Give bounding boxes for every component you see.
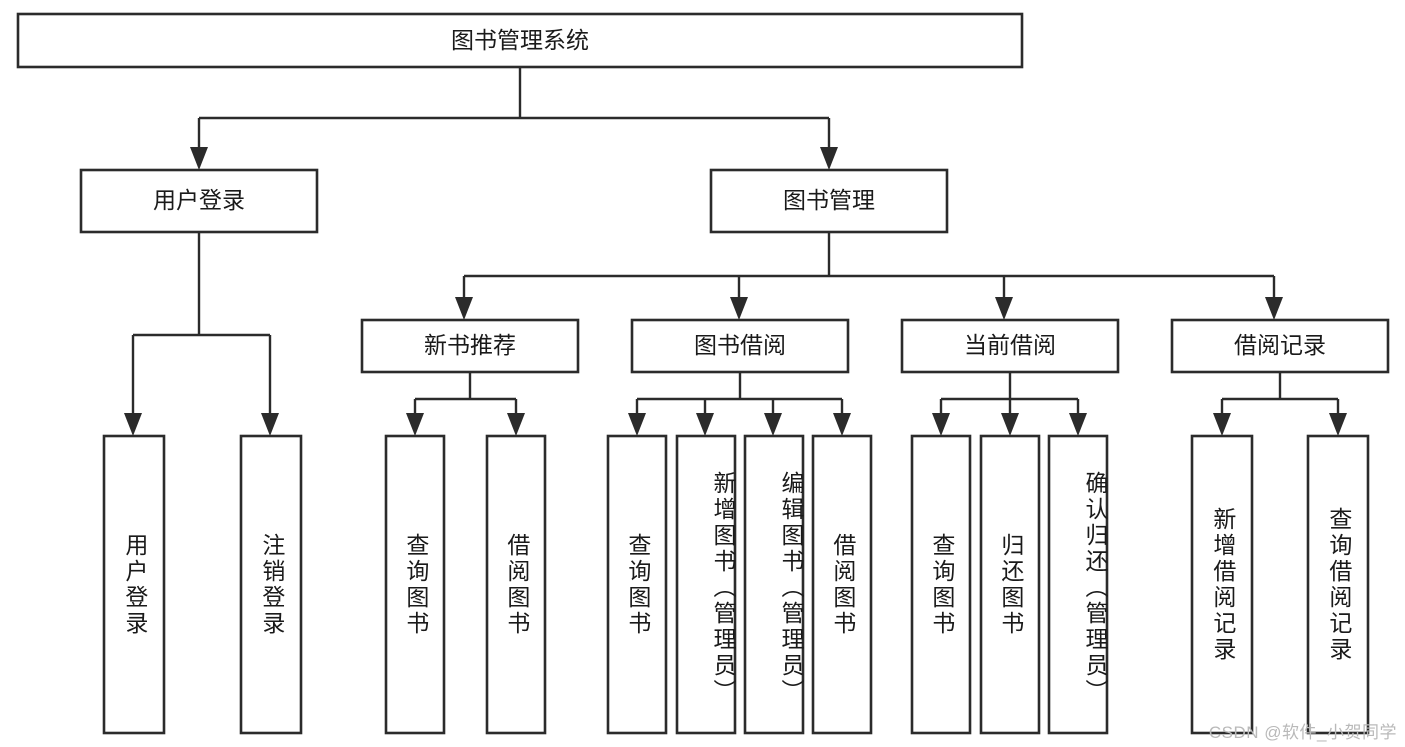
node-user-login-label: 用户登录 bbox=[153, 187, 245, 213]
leaf-query-book-3-box[interactable] bbox=[910, 434, 972, 735]
node-user-login[interactable]: 用户登录 bbox=[79, 168, 319, 234]
arrow-user-login-leaf-1 bbox=[124, 413, 142, 436]
arrow-user-login-leaf-2 bbox=[261, 413, 279, 436]
node-root[interactable]: 图书管理系统 bbox=[16, 12, 1024, 69]
node-new-book-recommend[interactable]: 新书推荐 bbox=[360, 318, 580, 374]
node-borrow-record[interactable]: 借阅记录 bbox=[1170, 318, 1390, 374]
node-new-book-recommend-label: 新书推荐 bbox=[424, 332, 516, 358]
arrow-borrow-record-leaf-1 bbox=[1213, 413, 1231, 436]
node-book-borrow-label: 图书借阅 bbox=[694, 332, 786, 358]
node-current-borrow-box[interactable] bbox=[900, 318, 1120, 374]
node-current-borrow-label: 当前借阅 bbox=[964, 332, 1056, 358]
arrow-to-book-borrow bbox=[730, 297, 748, 320]
leaf-user-login-box[interactable] bbox=[102, 434, 166, 735]
arrow-current-borrow-leaf-1 bbox=[932, 413, 950, 436]
node-borrow-record-box[interactable] bbox=[1170, 318, 1390, 374]
node-book-borrow[interactable]: 图书借阅 bbox=[630, 318, 850, 374]
arrow-to-borrow-record bbox=[1265, 297, 1283, 320]
leaf-borrow-book-2-box[interactable] bbox=[811, 434, 873, 735]
node-new-book-recommend-box[interactable] bbox=[360, 318, 580, 374]
arrow-new-book-leaf-1 bbox=[406, 413, 424, 436]
arrow-new-book-leaf-2 bbox=[507, 413, 525, 436]
leaf-confirm-return-box[interactable] bbox=[1047, 434, 1109, 735]
leaf-return-book-box[interactable] bbox=[979, 434, 1041, 735]
arrow-to-new-book-recommend bbox=[455, 297, 473, 320]
node-book-manage-box[interactable] bbox=[709, 168, 949, 234]
node-book-borrow-box[interactable] bbox=[630, 318, 850, 374]
leaf-boxes-group bbox=[102, 434, 1370, 735]
arrow-book-borrow-leaf-2 bbox=[696, 413, 714, 436]
arrow-to-current-borrow bbox=[995, 297, 1013, 320]
node-book-manage-label: 图书管理 bbox=[783, 187, 875, 213]
leaf-query-book-2-box[interactable] bbox=[606, 434, 668, 735]
arrow-borrow-record-leaf-2 bbox=[1329, 413, 1347, 436]
arrow-current-borrow-leaf-3 bbox=[1069, 413, 1087, 436]
node-root-box[interactable] bbox=[16, 12, 1024, 69]
leaf-edit-book-box[interactable] bbox=[743, 434, 805, 735]
node-borrow-record-label: 借阅记录 bbox=[1234, 332, 1326, 358]
leaf-logout-login-box[interactable] bbox=[239, 434, 303, 735]
arrow-book-borrow-leaf-4 bbox=[833, 413, 851, 436]
arrow-book-borrow-leaf-1 bbox=[628, 413, 646, 436]
leaf-add-book-box[interactable] bbox=[675, 434, 737, 735]
node-root-label: 图书管理系统 bbox=[451, 27, 589, 53]
arrow-root-to-user-login bbox=[190, 147, 208, 170]
csdn-watermark: CSDN @软件_小贺同学 bbox=[1208, 723, 1397, 742]
node-current-borrow[interactable]: 当前借阅 bbox=[900, 318, 1120, 374]
leaf-borrow-book-1-box[interactable] bbox=[485, 434, 547, 735]
leaf-query-record-box[interactable] bbox=[1306, 434, 1370, 735]
arrow-current-borrow-leaf-2 bbox=[1001, 413, 1019, 436]
arrow-book-borrow-leaf-3 bbox=[764, 413, 782, 436]
leaf-query-book-1-box[interactable] bbox=[384, 434, 446, 735]
node-book-manage[interactable]: 图书管理 bbox=[709, 168, 949, 234]
node-user-login-box[interactable] bbox=[79, 168, 319, 234]
arrow-root-to-book-manage bbox=[820, 147, 838, 170]
connectors-group bbox=[124, 67, 1347, 436]
leaf-add-record-box[interactable] bbox=[1190, 434, 1254, 735]
